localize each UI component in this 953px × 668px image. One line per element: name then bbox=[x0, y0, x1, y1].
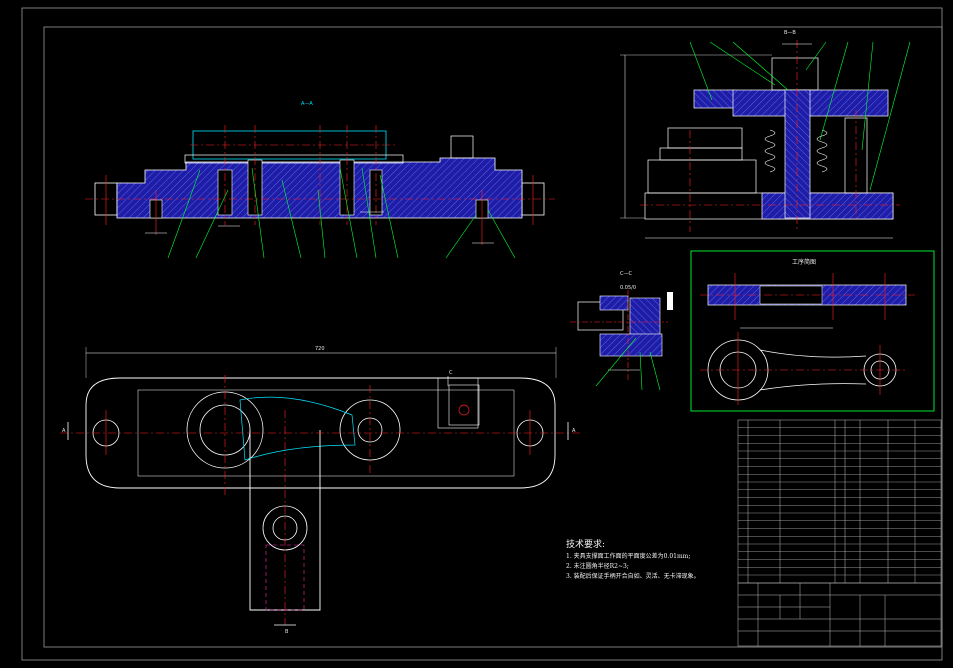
view-mark-a-right: A bbox=[572, 428, 576, 434]
section-aa-label: A—A bbox=[301, 101, 313, 107]
section-bb-view bbox=[620, 40, 911, 239]
section-cc-view bbox=[570, 290, 673, 391]
view-mark-b: B bbox=[285, 629, 289, 635]
section-cc-label: C—C bbox=[620, 271, 632, 277]
parts-list-rows bbox=[738, 427, 941, 576]
technical-requirement-1: 1. 夹具支撑面工作面的平面度公差为0.01mm; bbox=[566, 553, 691, 560]
overall-length-dimension: 720 bbox=[315, 346, 325, 352]
plan-view bbox=[60, 347, 580, 626]
view-mark-a-left: A bbox=[62, 428, 66, 434]
view-mark-c: C bbox=[449, 370, 453, 376]
parts-list-table bbox=[737, 419, 942, 584]
process-sketch-box bbox=[690, 250, 935, 412]
section-bb-label: B—B bbox=[784, 30, 796, 36]
inner-frame bbox=[43, 26, 943, 648]
technical-requirement-3: 3. 装配后保证手柄开合自如、灵活、无卡滞现象。 bbox=[566, 573, 700, 580]
title-block bbox=[737, 582, 942, 647]
technical-requirements-title: 技术要求: bbox=[566, 540, 606, 550]
technical-requirement-2: 2. 未注圆角半径R2~3; bbox=[566, 563, 629, 570]
surface-roughness-label: 0.05/0 bbox=[620, 285, 636, 291]
section-aa-view bbox=[85, 125, 555, 259]
process-sketch-title: 工序简图 bbox=[792, 259, 817, 266]
